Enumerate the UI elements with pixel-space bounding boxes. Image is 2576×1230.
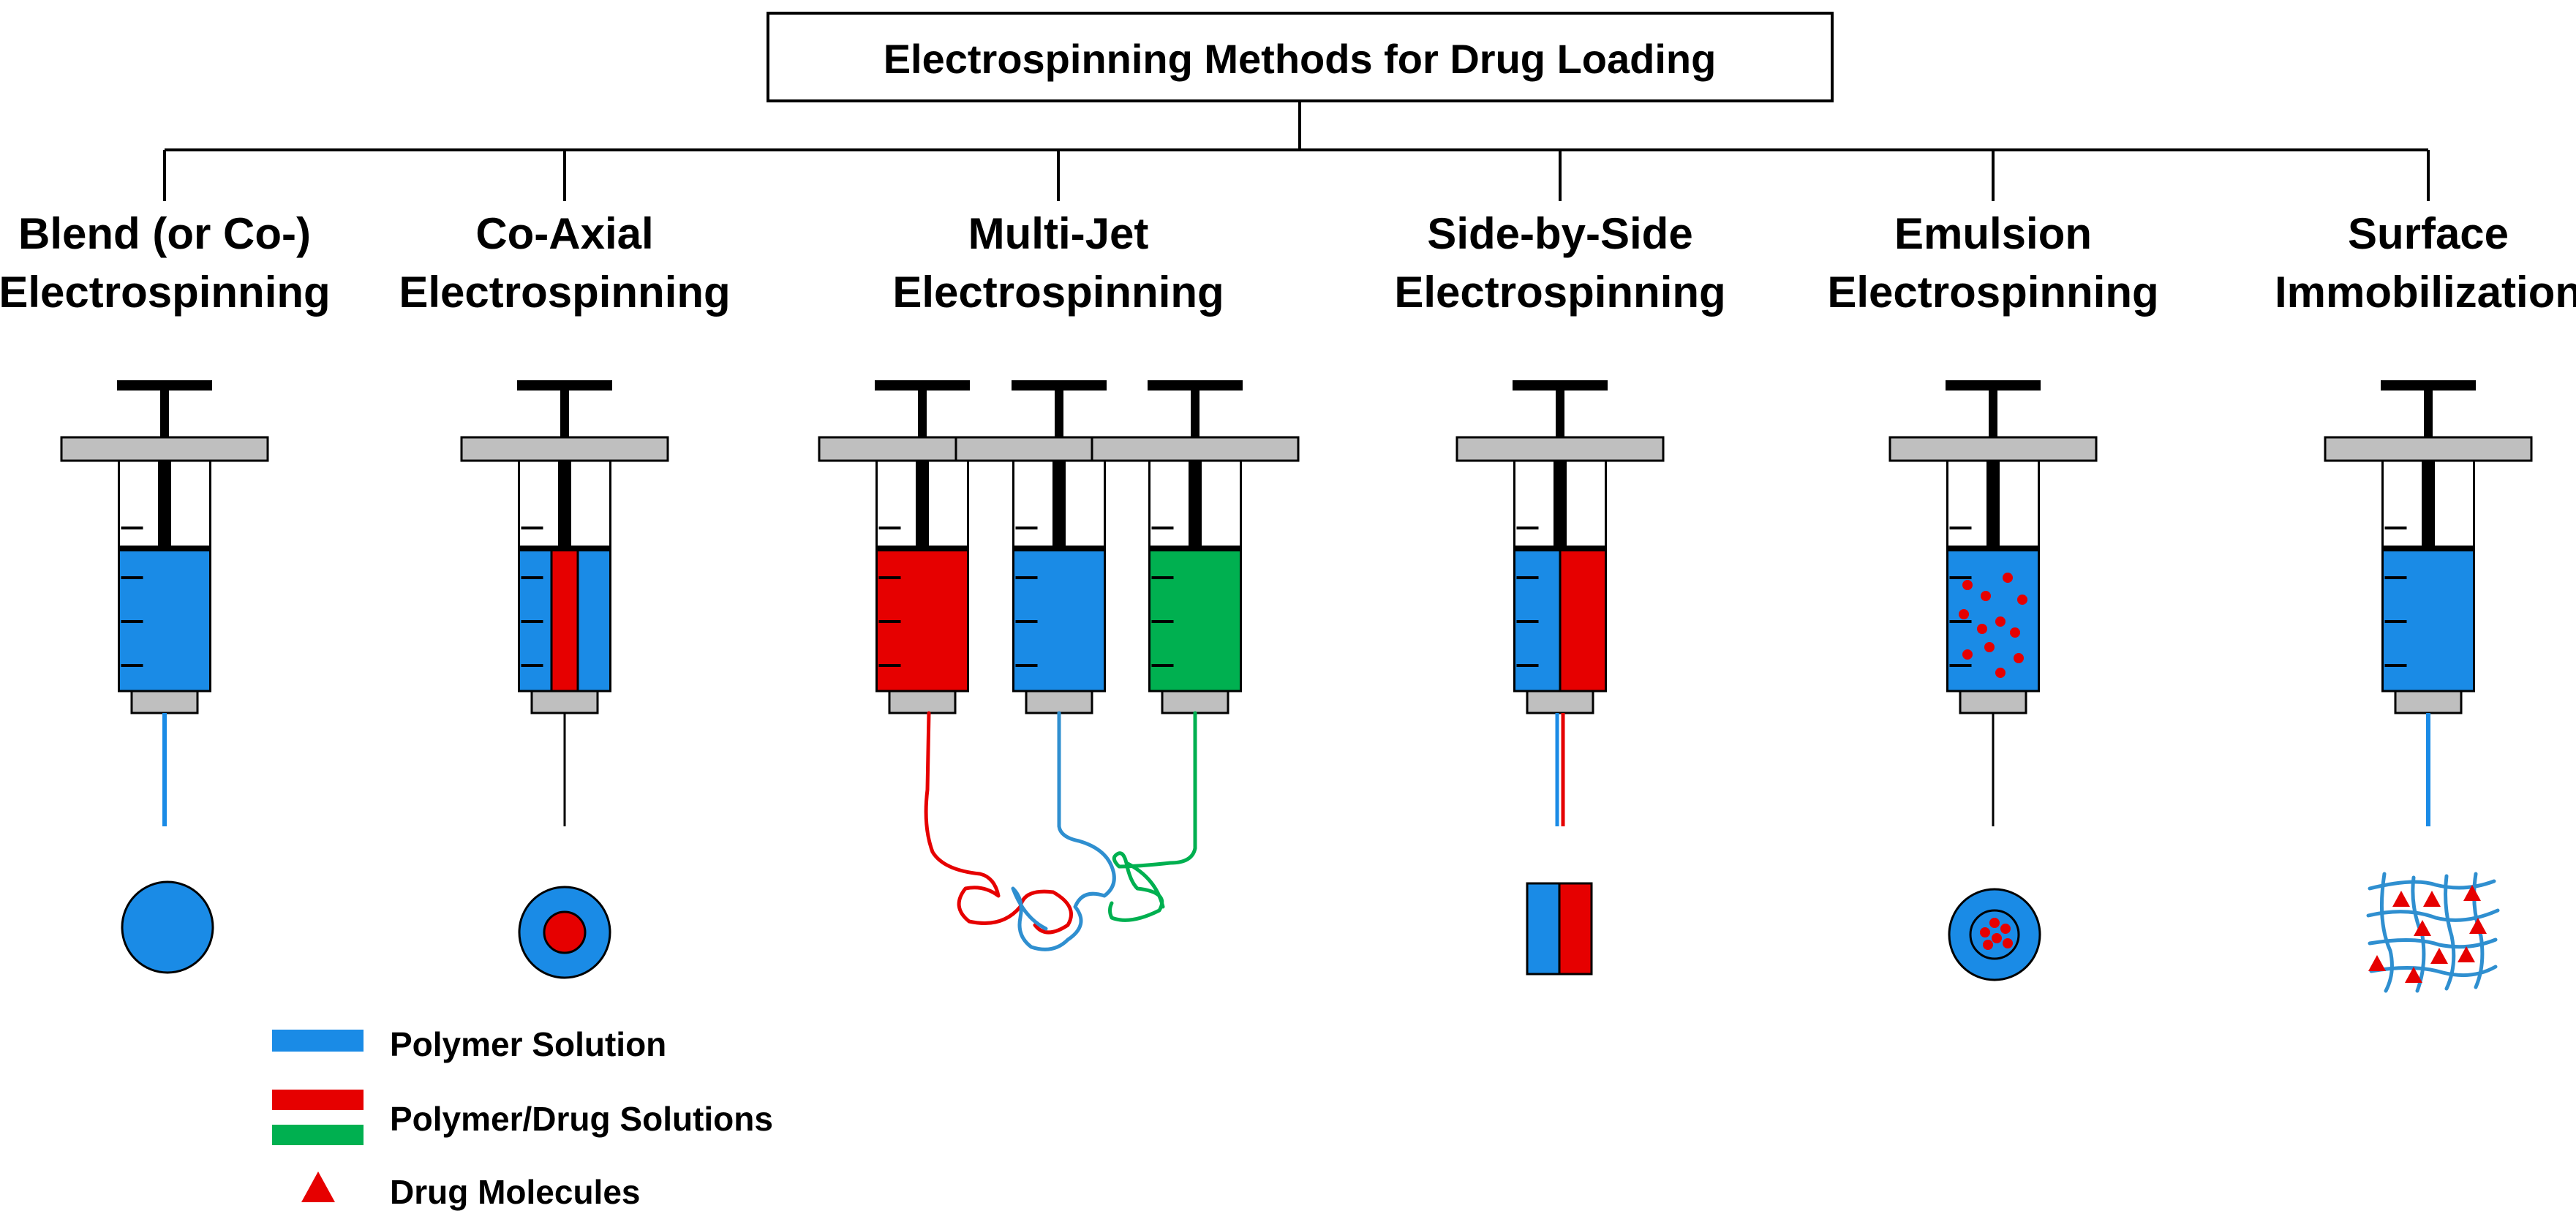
- fiber-cross-sections: [121, 711, 2500, 993]
- method-labels: Blend (or Co-) Electrospinning Co-Axial …: [0, 209, 2576, 317]
- coaxial-fiber-cross-section: [518, 886, 611, 979]
- emulsion-fiber-cross-section: [1948, 888, 2041, 981]
- method-blend-line1: Blend (or Co-): [18, 209, 311, 258]
- syringe-sidebyside: [1455, 380, 1665, 826]
- method-sidebyside-line2: Electrospinning: [1394, 268, 1725, 317]
- title-box: Electrospinning Methods for Drug Loading: [767, 12, 1834, 102]
- legend: Polymer Solution Polymer/Drug Solutions …: [272, 1025, 773, 1211]
- syringe-multijet-red: [818, 380, 1027, 714]
- legend-swatch-polymer: [272, 1030, 364, 1052]
- surface-immobilization-mesh: [2366, 872, 2500, 993]
- syringe-multijet-blue: [954, 380, 1164, 714]
- method-multijet-line2: Electrospinning: [892, 268, 1224, 317]
- legend-swatch-drug-red: [272, 1090, 364, 1110]
- method-surface-line1: Surface: [2348, 209, 2509, 258]
- method-multijet-line1: Multi-Jet: [968, 209, 1149, 258]
- syringes: [60, 380, 2533, 826]
- method-emulsion-line1: Emulsion: [1894, 209, 2092, 258]
- multijet-tangled-fibers: [924, 711, 1197, 951]
- legend-drug-molecules: Drug Molecules: [390, 1173, 641, 1211]
- tree-connectors: [163, 101, 2430, 201]
- diagram-title: Electrospinning Methods for Drug Loading: [884, 36, 1717, 82]
- sidebyside-fiber-cross-section: [1526, 882, 1593, 976]
- legend-polymer-drug-solutions: Polymer/Drug Solutions: [390, 1100, 773, 1138]
- method-sidebyside-line1: Side-by-Side: [1427, 209, 1692, 258]
- method-coaxial-line1: Co-Axial: [475, 209, 653, 258]
- syringe-coaxial: [460, 380, 669, 826]
- legend-polymer-solution: Polymer Solution: [390, 1025, 666, 1063]
- blend-fiber-cross-section: [121, 880, 214, 974]
- syringe-emulsion: [1888, 380, 2098, 826]
- syringe-multijet-green: [1091, 380, 1300, 714]
- legend-swatch-drug-green: [272, 1125, 364, 1145]
- method-emulsion-line2: Electrospinning: [1827, 268, 2158, 317]
- method-coaxial-line2: Electrospinning: [399, 268, 730, 317]
- method-blend-line2: Electrospinning: [0, 268, 331, 317]
- syringe-blend: [60, 380, 269, 826]
- legend-triangle-icon: [301, 1171, 335, 1202]
- syringe-surface: [2324, 380, 2533, 826]
- method-surface-line2: Immobilization: [2275, 268, 2576, 317]
